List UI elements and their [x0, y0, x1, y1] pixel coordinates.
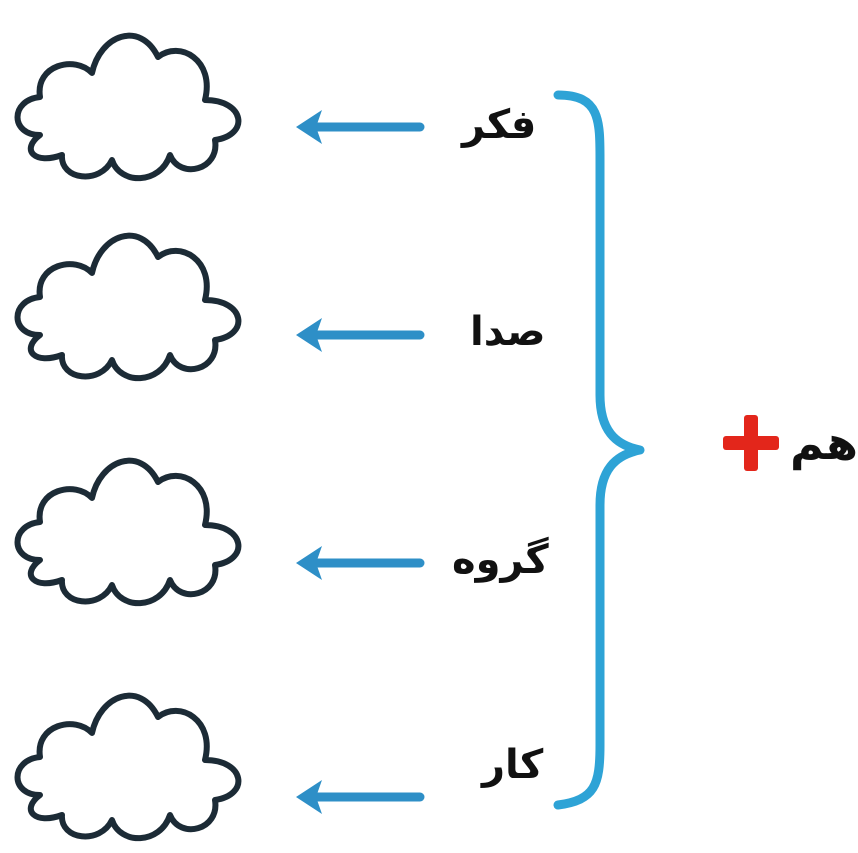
cloud-icon — [18, 461, 239, 603]
cloud-icon — [18, 236, 239, 378]
word-gorooh: گروه — [452, 537, 549, 583]
arrow-left-icon — [296, 318, 425, 352]
root-word: هم — [790, 416, 858, 470]
word-kar: کار — [482, 742, 544, 788]
arrow-left-icon — [296, 546, 425, 580]
word-seda: صدا — [470, 309, 546, 355]
cloud-icon — [18, 36, 239, 178]
arrow-left-icon — [296, 110, 425, 144]
word-fekr: فکر — [462, 102, 537, 148]
plus-icon — [723, 415, 779, 471]
curly-brace — [553, 90, 645, 810]
arrow-left-icon — [296, 780, 425, 814]
cloud-icon — [18, 696, 239, 838]
